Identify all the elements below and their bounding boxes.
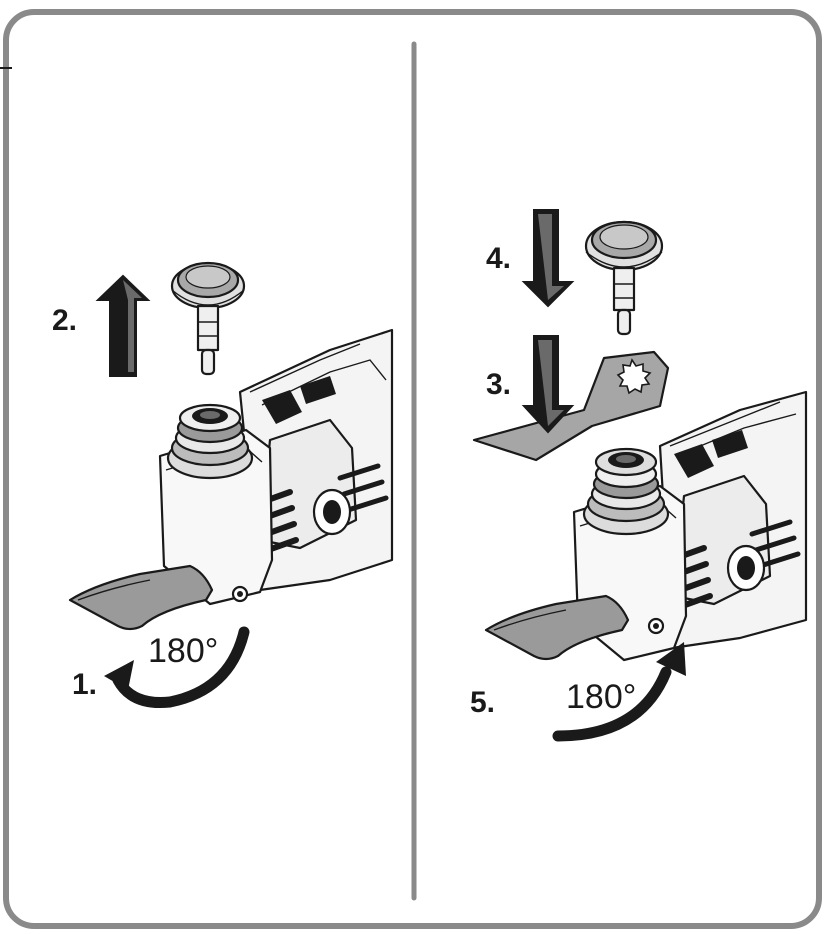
left-panel: 2. [52,261,394,709]
right-panel: 4. 3. [470,209,808,742]
rotation-label-left: 180° [148,632,218,670]
down-arrow-icon [521,335,575,434]
multitool-icon [572,390,808,662]
curved-arrow-icon [552,642,686,742]
blade-icon [472,350,670,462]
up-arrow-icon [95,274,151,377]
curved-arrow-icon [104,626,250,709]
clamp-screw-icon [584,220,664,336]
step-1-label: 1. [72,668,97,701]
step-4-label: 4. [486,242,511,275]
step-3-label: 3. [486,368,511,401]
rotation-label-right: 180° [566,678,636,716]
frame-border [3,9,822,929]
blade-icon [484,594,630,661]
clamp-screw-icon [170,261,246,376]
multitool-icon [158,328,394,606]
blade-icon [68,564,214,631]
step-2-label: 2. [52,304,77,337]
down-arrow-icon [521,209,575,308]
step-5-label: 5. [470,686,495,719]
